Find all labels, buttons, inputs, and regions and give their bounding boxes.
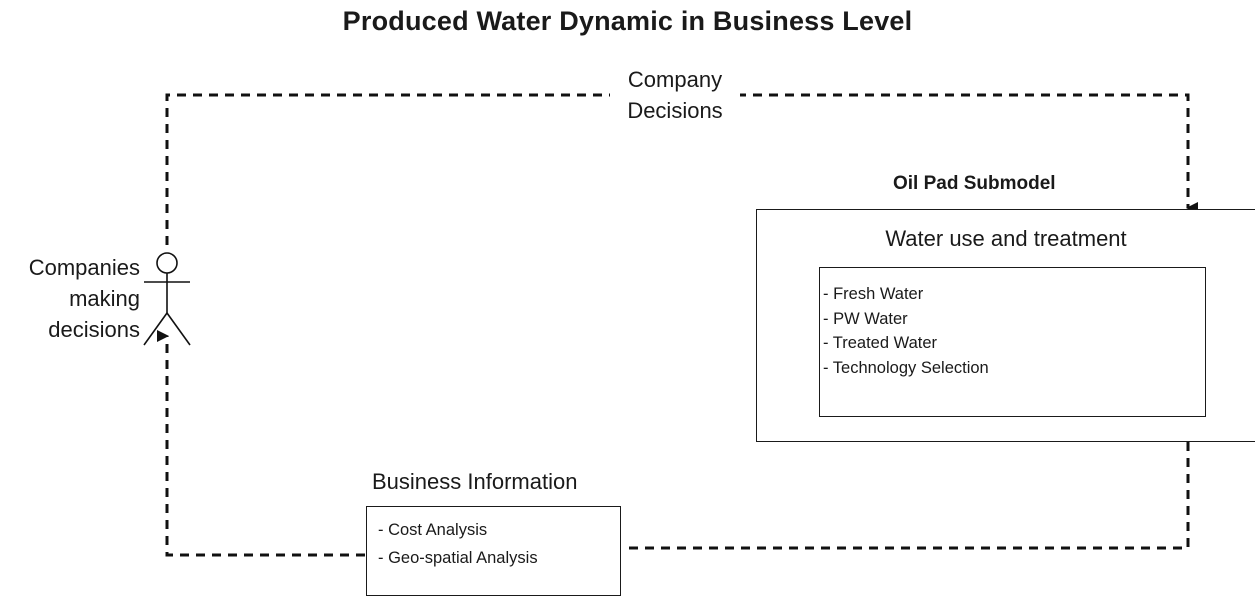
submodel-item: - Fresh Water xyxy=(823,285,924,303)
actor-label: Companies making decisions xyxy=(0,252,140,345)
submodel-heading: Oil Pad Submodel xyxy=(893,173,1056,194)
business-heading: Business Information xyxy=(372,469,578,494)
edge-label-line-1: Company xyxy=(627,67,723,92)
submodel-item: - PW Water xyxy=(823,309,908,328)
actor-label-line-2: making xyxy=(69,286,140,311)
actor-figure-icon xyxy=(143,252,191,346)
business-items-box: - Cost Analysis - Geo-spatial Analysis xyxy=(366,506,621,596)
submodel-item: - Technology Selection xyxy=(823,358,989,377)
diagram-title: Produced Water Dynamic in Business Level xyxy=(342,6,913,36)
submodel-items-box: - Fresh Water - PW Water - Treated Water… xyxy=(819,267,1206,417)
actor-label-line-3: decisions xyxy=(48,317,140,342)
edge-submodel-to-business xyxy=(622,442,1190,550)
edge-label-company-decisions: Company Decisions xyxy=(610,64,740,126)
edge-business-to-actor xyxy=(157,330,365,557)
business-item: - Geo-spatial Analysis xyxy=(378,548,538,567)
submodel-box-title: Water use and treatment xyxy=(885,226,1127,251)
actor-label-line-1: Companies xyxy=(28,255,140,280)
edge-label-line-2: Decisions xyxy=(627,98,723,123)
submodel-item: - Treated Water xyxy=(823,334,938,352)
business-item: - Cost Analysis xyxy=(378,521,488,539)
submodel-container: Water use and treatment - Fresh Water - … xyxy=(756,209,1255,442)
